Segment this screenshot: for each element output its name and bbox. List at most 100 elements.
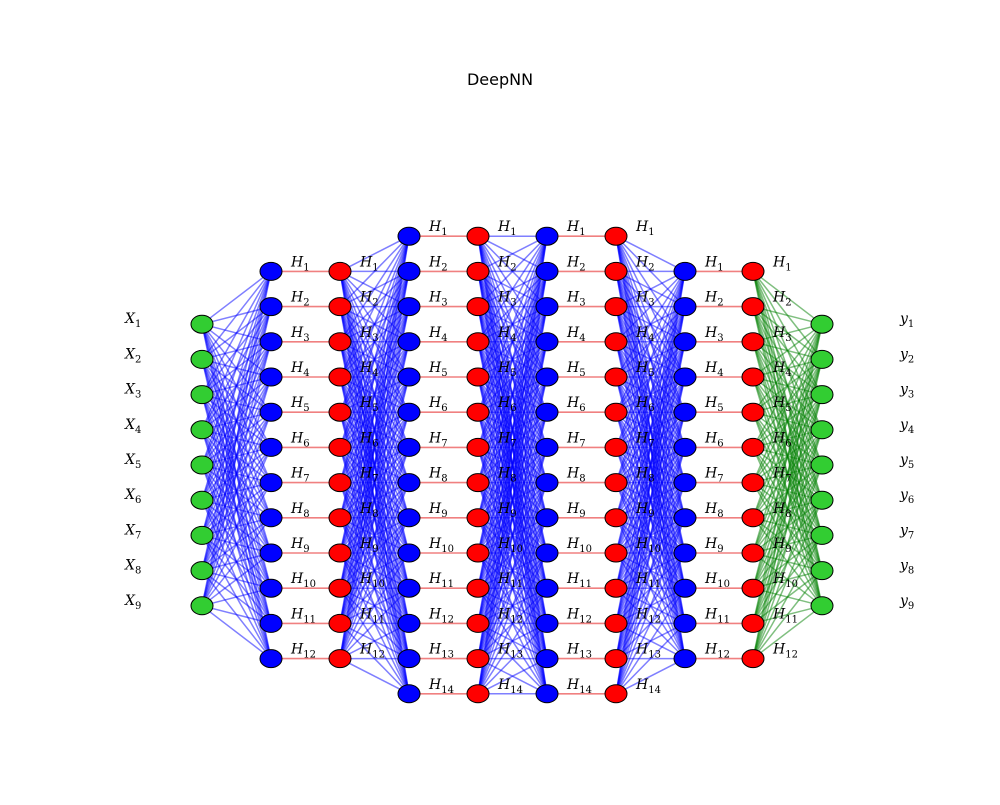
hidden-node (535, 226, 559, 246)
hidden-node (466, 649, 490, 669)
hidden-node (397, 402, 421, 422)
node-label: H9 (566, 501, 586, 520)
dense-edge (615, 622, 686, 695)
hidden-node (466, 332, 490, 352)
input-node (190, 349, 214, 369)
node-label: H11 (428, 571, 454, 590)
dense-edge (615, 447, 686, 695)
hidden-node (741, 578, 765, 598)
hidden-node (397, 226, 421, 246)
hidden-node (397, 543, 421, 563)
dense-edge (201, 270, 272, 325)
dense-edge (339, 622, 410, 660)
hidden-node (604, 578, 628, 598)
node-label: H11 (772, 606, 798, 625)
node-label: H3 (566, 290, 586, 309)
node-label: y8 (899, 558, 914, 577)
dense-edge (752, 323, 823, 343)
node-label: X6 (124, 487, 141, 506)
dense-edge (752, 324, 823, 659)
node-label: H7 (290, 466, 310, 485)
node-label: X7 (124, 522, 141, 541)
hidden-node (741, 367, 765, 387)
hidden-node (466, 261, 490, 281)
dense-edge (201, 517, 272, 607)
hidden-node (259, 613, 283, 633)
hidden-node (535, 578, 559, 598)
dense-edge (477, 447, 548, 695)
dense-edge (615, 270, 686, 378)
hidden-node (397, 332, 421, 352)
node-label: H12 (428, 606, 454, 625)
hidden-node (673, 367, 697, 387)
hidden-node (259, 261, 283, 281)
node-label: H11 (290, 606, 316, 625)
dense-edge (752, 323, 823, 483)
node-label: H12 (566, 606, 592, 625)
node-label: H1 (635, 219, 655, 238)
node-label: H4 (704, 360, 724, 379)
dense-edge (477, 376, 548, 694)
hidden-node (397, 613, 421, 633)
dense-edge (477, 235, 548, 378)
hidden-node (604, 367, 628, 387)
hidden-node (397, 261, 421, 281)
node-label: y9 (899, 593, 914, 612)
dense-edge (752, 323, 823, 519)
node-label: y5 (899, 452, 914, 471)
dense-edge (339, 236, 410, 624)
hidden-node (466, 402, 490, 422)
hidden-node (259, 402, 283, 422)
node-label: H12 (772, 642, 798, 661)
hidden-node (466, 437, 490, 457)
hidden-node (259, 332, 283, 352)
dense-edge (339, 376, 410, 659)
node-label: H1 (566, 219, 586, 238)
hidden-node (397, 367, 421, 387)
dense-edge (752, 323, 823, 413)
hidden-node (466, 473, 490, 493)
hidden-node (604, 261, 628, 281)
input-node (190, 420, 214, 440)
hidden-node (673, 402, 697, 422)
dense-edge (201, 271, 272, 571)
node-label: H2 (566, 254, 586, 273)
input-node (190, 561, 214, 581)
node-label: H2 (772, 290, 792, 309)
hidden-node (466, 578, 490, 598)
dense-edge (752, 323, 823, 378)
node-label: H7 (704, 466, 724, 485)
dense-edge (339, 306, 410, 659)
node-label: X5 (124, 452, 141, 471)
hidden-node (397, 437, 421, 457)
node-label: H3 (428, 290, 448, 309)
dense-edge (477, 235, 548, 308)
hidden-node (259, 437, 283, 457)
dense-edge (752, 324, 823, 624)
node-label: H10 (704, 571, 730, 590)
node-label: H5 (290, 395, 310, 414)
dense-edge (477, 236, 548, 518)
dense-edge (339, 341, 410, 659)
hidden-node (259, 508, 283, 528)
hidden-node (535, 402, 559, 422)
hidden-node (535, 367, 559, 387)
hidden-node (328, 297, 352, 317)
dense-edge (477, 517, 548, 695)
node-label: H6 (290, 430, 310, 449)
node-label: H11 (566, 571, 592, 590)
node-label: H9 (428, 501, 448, 520)
node-label: H14 (635, 677, 661, 696)
hidden-node (397, 508, 421, 528)
hidden-node (535, 684, 559, 704)
hidden-node (259, 297, 283, 317)
output-node (810, 490, 834, 510)
hidden-node (259, 578, 283, 598)
hidden-node (604, 613, 628, 633)
dense-edge (339, 517, 410, 659)
node-label: H13 (428, 642, 454, 661)
node-label: X3 (124, 382, 141, 401)
dense-edge (477, 306, 548, 694)
dense-edge (201, 271, 272, 606)
